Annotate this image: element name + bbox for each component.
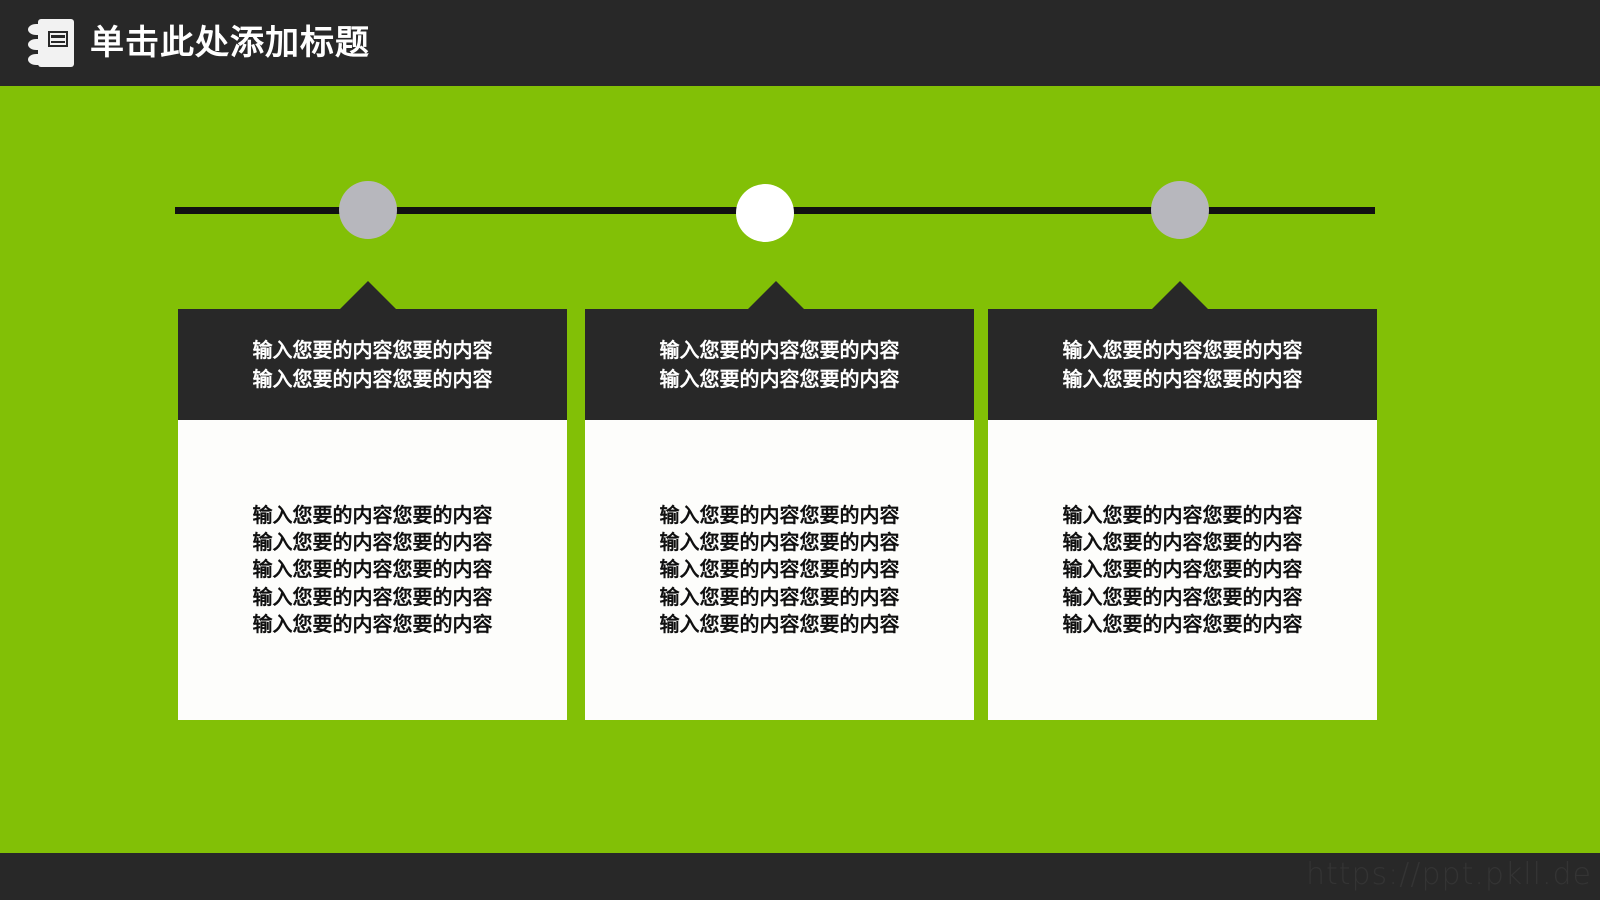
notebook-ring: [28, 24, 46, 35]
notebook-lines: [48, 31, 68, 47]
card-1-body: 输入您要的内容您要的内容 输入您要的内容您要的内容 输入您要的内容您要的内容 输…: [178, 420, 567, 720]
card-3-body-line-2: 输入您要的内容您要的内容: [1062, 529, 1303, 554]
card-3-body: 输入您要的内容您要的内容 输入您要的内容您要的内容 输入您要的内容您要的内容 输…: [988, 420, 1377, 720]
card-2-header: 输入您要的内容您要的内容 输入您要的内容您要的内容: [585, 309, 974, 420]
card-2-body-line-2: 输入您要的内容您要的内容: [659, 529, 900, 554]
slide-header-bar: 单击此处添加标题: [0, 0, 1600, 86]
slide-title[interactable]: 单击此处添加标题: [90, 23, 370, 63]
card-pointer-arrow-icon: [748, 281, 804, 309]
card-2-body: 输入您要的内容您要的内容 输入您要的内容您要的内容 输入您要的内容您要的内容 输…: [585, 420, 974, 720]
timeline-node-2[interactable]: [736, 184, 794, 242]
card-1-body-line-1: 输入您要的内容您要的内容: [252, 502, 493, 527]
card-1-header-line-1: 输入您要的内容您要的内容: [252, 337, 493, 362]
card-1-body-line-3: 输入您要的内容您要的内容: [252, 557, 493, 582]
card-3-header-line-1: 输入您要的内容您要的内容: [1062, 337, 1303, 362]
card-2-header-line-2: 输入您要的内容您要的内容: [659, 366, 900, 391]
card-3-header-line-2: 输入您要的内容您要的内容: [1062, 366, 1303, 391]
card-2-header-line-1: 输入您要的内容您要的内容: [659, 337, 900, 362]
content-card-2[interactable]: 输入您要的内容您要的内容 输入您要的内容您要的内容 输入您要的内容您要的内容 输…: [585, 281, 974, 720]
slide-header-content: 单击此处添加标题: [24, 0, 370, 86]
card-1-body-line-2: 输入您要的内容您要的内容: [252, 529, 493, 554]
card-3-header: 输入您要的内容您要的内容 输入您要的内容您要的内容: [988, 309, 1377, 420]
content-card-1[interactable]: 输入您要的内容您要的内容 输入您要的内容您要的内容 输入您要的内容您要的内容 输…: [178, 281, 567, 720]
timeline-node-3[interactable]: [1151, 181, 1209, 239]
timeline-node-1[interactable]: [339, 181, 397, 239]
notebook-ring: [28, 39, 46, 50]
card-2-body-line-3: 输入您要的内容您要的内容: [659, 557, 900, 582]
notebook-icon: [24, 17, 76, 69]
card-1-body-line-5: 输入您要的内容您要的内容: [252, 612, 493, 637]
card-1-header: 输入您要的内容您要的内容 输入您要的内容您要的内容: [178, 309, 567, 420]
card-3-body-line-3: 输入您要的内容您要的内容: [1062, 557, 1303, 582]
notebook-ring: [28, 54, 46, 65]
card-3-body-line-4: 输入您要的内容您要的内容: [1062, 584, 1303, 609]
card-2-body-line-4: 输入您要的内容您要的内容: [659, 584, 900, 609]
card-pointer-arrow-icon: [1152, 281, 1208, 309]
content-card-3[interactable]: 输入您要的内容您要的内容 输入您要的内容您要的内容 输入您要的内容您要的内容 输…: [988, 281, 1377, 720]
card-1-body-line-4: 输入您要的内容您要的内容: [252, 584, 493, 609]
card-3-body-line-5: 输入您要的内容您要的内容: [1062, 612, 1303, 637]
card-pointer-arrow-icon: [340, 281, 396, 309]
card-2-body-line-1: 输入您要的内容您要的内容: [659, 502, 900, 527]
watermark-url: https://ppt.pkll.de: [1305, 857, 1592, 892]
slide-footer-bar: https://ppt.pkll.de: [0, 853, 1600, 900]
card-1-header-line-2: 输入您要的内容您要的内容: [252, 366, 493, 391]
card-3-body-line-1: 输入您要的内容您要的内容: [1062, 502, 1303, 527]
card-2-body-line-5: 输入您要的内容您要的内容: [659, 612, 900, 637]
